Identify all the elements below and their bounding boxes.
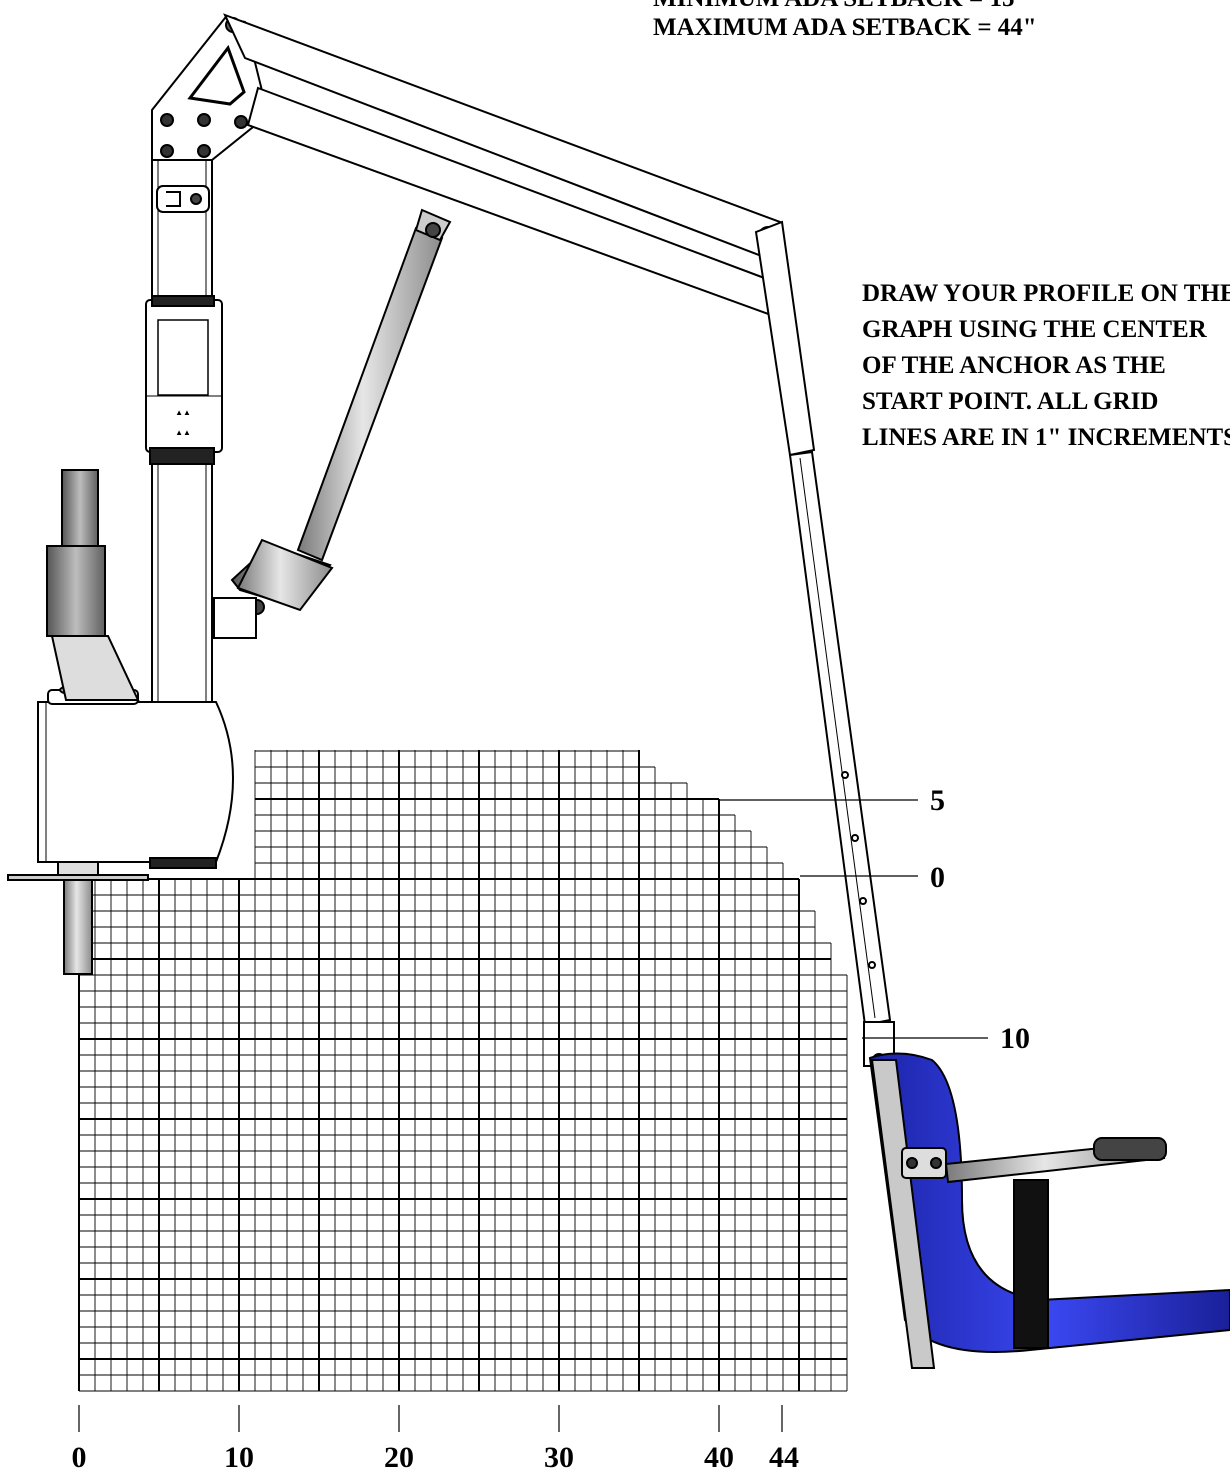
marker-label-10: 10 [1000,1022,1030,1055]
anchor-pin [63,879,93,975]
instruction-line-3: OF THE ANCHOR AS THE [862,352,1166,379]
scale-label-0: 0 [72,1441,87,1471]
marker-label-0: 0 [930,861,945,894]
svg-text:▲▲: ▲▲ [175,428,191,437]
scale-label-40: 40 [704,1441,734,1471]
sling-strap [1013,1179,1049,1349]
marker-label-5: 5 [930,784,945,817]
actuator-rod [296,226,444,562]
inch-grid [78,750,848,1392]
horizontal-scale-ticks [78,1405,783,1432]
scale-label-10: 10 [224,1441,254,1471]
instruction-line-2: GRAPH USING THE CENTER [862,316,1207,343]
min-setback-label: MINIMUM ADA SETBACK = 15" [653,0,1028,13]
scale-label-30: 30 [544,1441,574,1471]
instruction-line-5: LINES ARE IN 1" INCREMENTS [862,424,1230,451]
ceiling-lift-arm: ▲▲ ▲▲ [7,13,1230,1369]
base-hub [37,701,234,863]
instruction-line-4: START POINT. ALL GRID [862,388,1159,415]
scale-label-44: 44 [769,1441,799,1471]
anchor-post [61,469,99,551]
svg-text:▲▲: ▲▲ [175,408,191,417]
height-markers [718,799,988,1039]
instruction-line-1: DRAW YOUR PROFILE ON THE [862,280,1230,307]
max-setback-label: MAXIMUM ADA SETBACK = 44" [653,14,1037,41]
scale-label-20: 20 [384,1441,414,1471]
sling-bar-frame [868,1052,1230,1353]
drop-arm [754,220,816,457]
